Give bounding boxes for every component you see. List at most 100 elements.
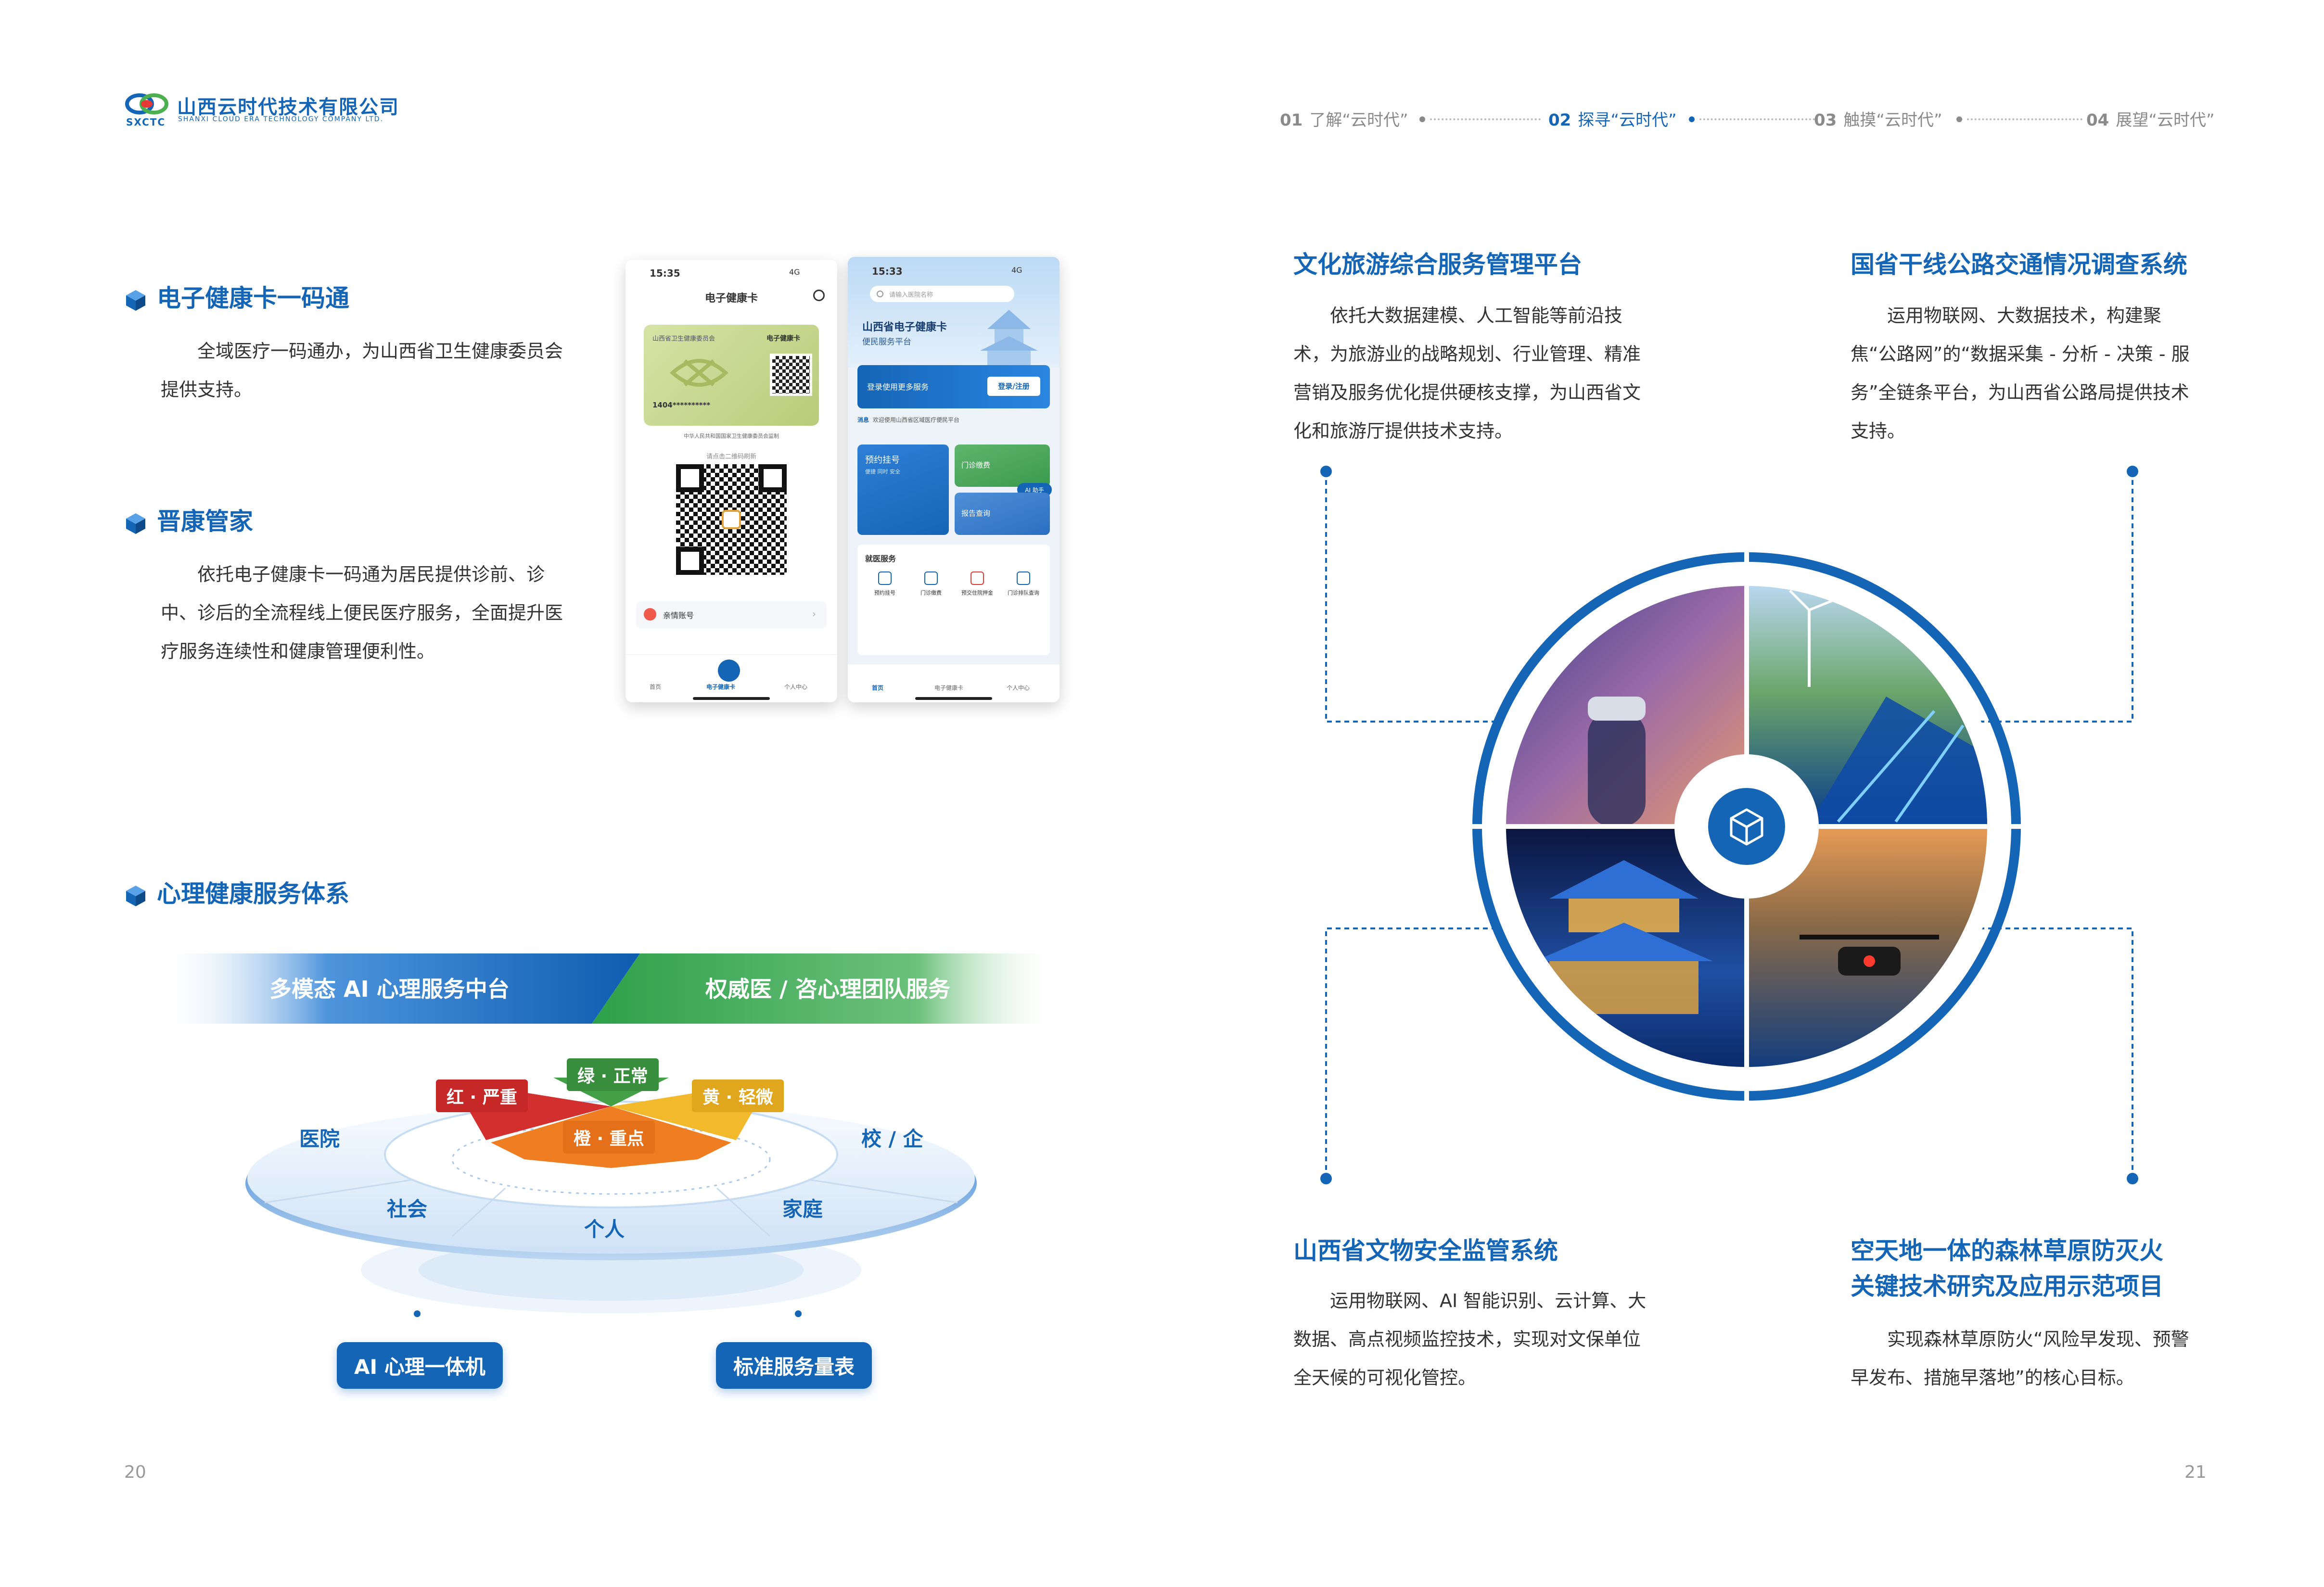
section-body-culture-tourism: 依托大数据建模、人工智能等前沿技术，为旅游业的战略规划、行业管理、精准营销及服务… [1293, 305, 1641, 442]
ring-label-hospital: 医院 [299, 1127, 340, 1151]
hero-subtitle: 便民服务平台 [862, 337, 911, 347]
ring-label-family: 家庭 [782, 1197, 823, 1221]
section-title-forest-fire-l1: 空天地一体的森林草原防灭火 [1851, 1237, 2163, 1265]
company-logo: SXCTC 山西云时代技术有限公司 SHANXI CLOUD ERA TECHN… [124, 89, 432, 128]
home-indicator [693, 697, 770, 700]
status-time: 15:35 [650, 267, 680, 279]
cube-icon [1730, 808, 1763, 846]
section-title-mental-health: 心理健康服务体系 [124, 875, 349, 909]
pill-standard-scale: 标准服务量表 [716, 1342, 872, 1389]
banner-label-ai-platform: 多模态 AI 心理服务中台 [269, 976, 510, 1002]
section-body-jinkang: 依托电子健康卡一码通为居民提供诊前、诊中、诊后的全流程线上便民医疗服务，全面提升… [161, 564, 563, 662]
section-title-highway-survey: 国省干线公路交通情况调查系统 [1851, 251, 2187, 279]
page-number-right: 21 [2184, 1462, 2207, 1482]
company-name-cn: 山西云时代技术有限公司 [177, 96, 399, 118]
service-item[interactable]: 门诊排队查询 [1002, 571, 1045, 597]
family-account-label: 亲情账号 [663, 611, 694, 620]
page-number-left: 20 [124, 1462, 146, 1482]
pagoda-icon [980, 310, 1038, 368]
service-item[interactable]: 预约挂号 [863, 571, 907, 597]
card-org: 山西省卫生健康委员会 [652, 335, 715, 343]
qr-hint: 请点击二维码刷新 [706, 453, 756, 460]
pill-connector [414, 1310, 421, 1317]
project-image-wheel [1472, 552, 2021, 1101]
tab-card-icon[interactable] [718, 660, 740, 682]
cube-icon [126, 885, 145, 906]
ring-label-society: 社会 [387, 1197, 428, 1221]
card-footer: 中华人民共和国国家卫生健康委员会监制 [684, 433, 779, 439]
qr-code-icon[interactable] [676, 464, 787, 575]
health-card[interactable]: 山西省卫生健康委员会 电子健康卡 1404********** [644, 325, 819, 426]
service-item[interactable]: 门诊缴费 [909, 571, 953, 597]
home-indicator [915, 697, 992, 700]
phone-screen-convenience: 15:33 4G 请输入医院名称 山西省电子健康卡 便民服务平台 登录使用更多服… [848, 257, 1060, 702]
card-number: 1404********** [652, 401, 711, 409]
card-qr-icon [770, 354, 812, 396]
section-title-forest-fire-l2: 关键技术研究及应用示范项目 [1851, 1272, 2163, 1300]
section-body-highway-survey: 运用物联网、大数据技术，构建聚焦“公路网”的“数据采集 - 分析 - 决策 - … [1851, 305, 2190, 442]
service-icon [1017, 571, 1030, 585]
nav-dot [1956, 116, 1962, 122]
search-icon [877, 291, 883, 297]
section-body-health-card: 全域医疗一码通办，为山西省卫生健康委员会提供支持。 [161, 341, 563, 400]
login-button[interactable]: 登录/注册 [987, 377, 1040, 396]
mental-health-ring-diagram [245, 1078, 977, 1313]
tab-home[interactable]: 首页 [650, 684, 662, 690]
section-body-forest-fire: 实现森林草原防火“风险早发现、预警早发布、措施早落地”的核心目标。 [1851, 1329, 2189, 1388]
level-tag-yellow: 黄 · 轻微 [692, 1079, 784, 1112]
knot-pattern-icon [670, 359, 728, 387]
status-signal: 4G [1011, 266, 1022, 275]
service-banner [159, 953, 1059, 1024]
nav-divider [1967, 118, 2082, 120]
service-title: 就医服务 [865, 554, 896, 563]
service-icon [878, 571, 892, 585]
nav-dot [1689, 116, 1695, 122]
service-item[interactable]: 预交住院押金 [956, 571, 999, 597]
more-icon[interactable] [813, 290, 825, 301]
tab-profile[interactable]: 个人中心 [1007, 685, 1030, 691]
ring-label-individual: 个人 [584, 1218, 625, 1241]
tab-home[interactable]: 首页 [872, 685, 884, 691]
tab-profile[interactable]: 个人中心 [784, 684, 808, 690]
status-signal: 4G [789, 267, 800, 277]
phone-screen-health-card: 15:35 4G 电子健康卡 山西省卫生健康委员会 电子健康卡 1404****… [626, 260, 837, 702]
connector-lines [1320, 466, 2138, 1184]
level-tag-green: 绿 · 正常 [567, 1058, 659, 1091]
pill-ai-terminal: AI 心理一体机 [337, 1342, 503, 1389]
card-label: 电子健康卡 [766, 335, 800, 343]
search-input[interactable]: 请输入医院名称 [870, 286, 1014, 302]
chevron-right-icon: › [812, 608, 816, 620]
nav-dot [1419, 116, 1425, 122]
notice-tag: 消息 [857, 417, 869, 423]
section-body-heritage-security: 运用物联网、AI 智能识别、云计算、大数据、高点视频监控技术，实现对文保单位全天… [1293, 1290, 1647, 1388]
login-text: 登录使用更多服务 [867, 382, 929, 392]
logo-mark-icon [125, 93, 168, 114]
level-tag-orange: 橙 · 重点 [563, 1121, 655, 1154]
ring-label-school: 校 / 企 [861, 1127, 923, 1151]
section-title-culture-tourism: 文化旅游综合服务管理平台 [1293, 251, 1582, 279]
service-panel: 就医服务 预约挂号 门诊缴费 预交住院押金 门诊排队查询 [857, 545, 1050, 655]
cube-icon [126, 513, 145, 534]
tile-report[interactable]: 报告查询 [955, 493, 1050, 535]
tile-payment[interactable]: 门诊缴费 [955, 444, 1050, 487]
logo-abbr: SXCTC [126, 116, 166, 128]
cube-icon [126, 290, 145, 311]
nav-divider [1699, 118, 1815, 120]
tab-card[interactable]: 电子健康卡 [934, 685, 964, 691]
banner-label-expert-team: 权威医 / 咨心理团队服务 [705, 976, 950, 1002]
service-icon [970, 571, 984, 585]
login-banner[interactable]: 登录使用更多服务 登录/注册 [857, 365, 1050, 408]
nav-divider [1430, 118, 1541, 120]
level-tag-red: 红 · 严重 [436, 1079, 528, 1112]
heart-icon [644, 608, 656, 621]
family-account-row[interactable]: 亲情账号 › [636, 601, 827, 628]
tile-appointment[interactable]: 预约挂号 便捷 同时 安全 [857, 444, 949, 535]
tab-card[interactable]: 电子健康卡 [706, 684, 736, 690]
tab-bar: 首页 电子健康卡 个人中心 [626, 654, 837, 702]
section-title-heritage-security: 山西省文物安全监管系统 [1293, 1237, 1558, 1265]
